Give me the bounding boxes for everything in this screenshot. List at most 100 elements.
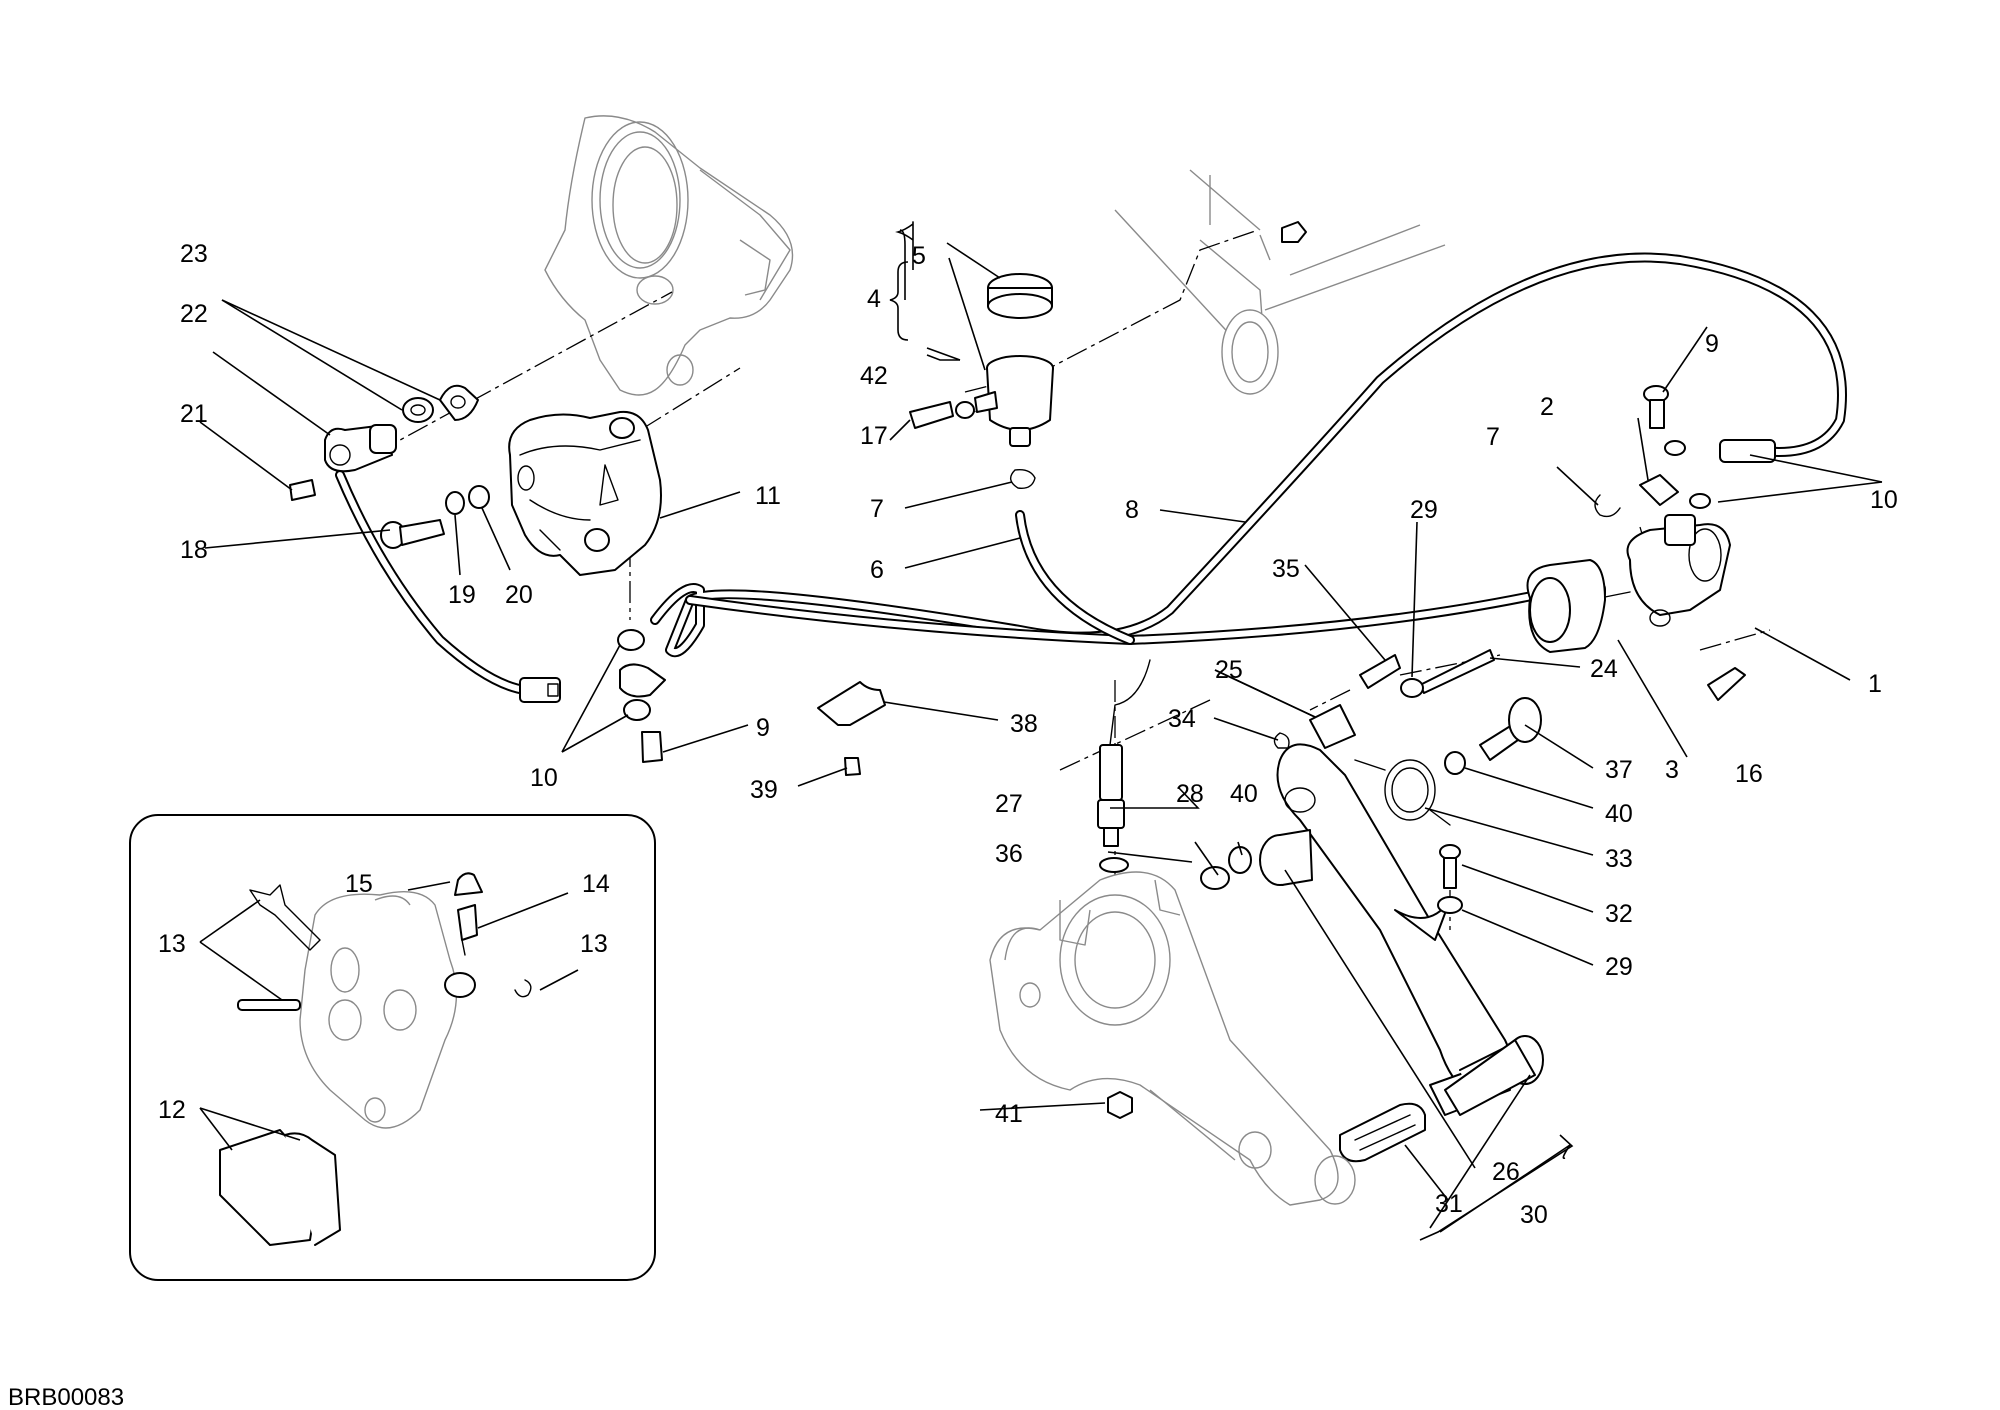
spacers-23 [402,384,479,423]
callout-39: 39 [750,776,778,804]
screw-32 [1439,844,1461,889]
inset-bleed-valve-14 [457,904,478,956]
callout-2: 2 [1540,393,1554,421]
callout-28: 28 [1176,780,1204,808]
callout-30: 30 [1520,1201,1548,1229]
bushing-26 [1259,829,1313,886]
callout-31: 31 [1435,1190,1463,1218]
washer-10-lower-left [623,699,651,721]
callout-29-lower: 29 [1605,953,1633,981]
inset-spring-clip [249,884,321,951]
callout-35: 35 [1272,555,1300,583]
bolt-21 [289,479,316,501]
callout-40-right: 40 [1605,800,1633,828]
inset-box [129,814,656,1281]
leader-lines [199,221,1883,1241]
nut-29-upper [1400,678,1424,698]
callout-1: 1 [1868,670,1882,698]
brace-4 [889,261,909,341]
elbow-fitting-2 [1639,474,1679,506]
callout-36: 36 [995,840,1023,868]
callout-7-right: 7 [1486,423,1500,451]
sensor-22 [324,424,397,473]
inset-clip-13 [514,979,532,998]
callout-15: 15 [345,870,373,898]
bolt-18 [380,519,445,549]
bolt-16 [1707,667,1746,701]
washer-10-upper-right [1664,440,1686,456]
inset-brake-pads-12 [219,1129,341,1246]
callout-17: 17 [860,422,888,450]
callout-22: 22 [180,300,208,328]
callout-9-left: 9 [756,714,770,742]
sensor-27 [1097,744,1125,847]
banjo-bolt-9-left [641,731,663,763]
pedal-rubber-31 [1339,1102,1426,1163]
callout-26: 26 [1492,1158,1520,1186]
callout-23: 23 [180,240,208,268]
callout-42: 42 [860,362,888,390]
washer-19 [445,491,465,515]
pin-35 [1359,654,1401,689]
callout-6: 6 [870,556,884,584]
inset-caliper [299,891,476,1129]
callout-9-right: 9 [1705,330,1719,358]
nut-41 [1107,1091,1133,1119]
circlip-40-right [1444,751,1466,775]
inset-pad-pin [237,999,301,1011]
callout-labels: 1 2 3 4 5 6 7 7 8 9 9 10 10 11 12 13 13 … [158,240,1898,1229]
callout-5: 5 [912,242,926,270]
callout-10-right: 10 [1870,486,1898,514]
clip-34 [1273,732,1290,749]
washer-36 [1099,857,1129,873]
brake-caliper-11 [508,410,662,576]
master-cylinder-1 [1589,514,1731,627]
callout-10-left: 10 [530,764,558,792]
pedal-peg [1444,1035,1544,1116]
footrest-bracket [989,871,1356,1206]
washer-28 [1200,866,1230,890]
callout-37: 37 [1605,756,1633,784]
callout-24: 24 [1590,655,1618,683]
callout-32: 32 [1605,900,1633,928]
return-spring-33 [1354,759,1451,826]
drawing-code: BRB00083 [8,1384,124,1410]
linkage-25 [1309,704,1356,749]
callout-12: 12 [158,1096,186,1124]
banjo-bolt-9-right [1643,385,1669,429]
caliper-carrier-bracket [544,115,794,396]
callout-16: 16 [1735,760,1763,788]
washer-10-lower-right [1689,493,1711,509]
frame-tubes [1114,169,1446,395]
callout-8: 8 [1125,496,1139,524]
callout-21: 21 [180,400,208,428]
callout-13-left: 13 [158,930,186,958]
sensor-cable [335,470,1151,746]
callout-7-left: 7 [870,495,884,523]
callout-41: 41 [995,1100,1023,1128]
push-rod-24 [1419,649,1495,694]
washer-42 [955,401,975,419]
callout-19: 19 [448,581,476,609]
boot-3 [1526,559,1606,653]
fluid-reservoir-4 [974,273,1054,447]
callout-34: 34 [1168,705,1196,733]
hose-clip-7 [1010,468,1036,489]
callout-33: 33 [1605,845,1633,873]
callout-40-left: 40 [1230,780,1258,808]
callout-3: 3 [1665,756,1679,784]
callout-11: 11 [755,482,781,510]
banjo-fitting-left [619,663,666,698]
callout-13-right: 13 [580,930,608,958]
inset-bleed-cap-15 [454,872,483,896]
callout-14: 14 [582,870,610,898]
callout-4: 4 [867,285,881,313]
callout-29-upper: 29 [1410,496,1438,524]
callout-38: 38 [1010,710,1038,738]
callout-18: 18 [180,536,208,564]
hose-clip-7-right [1594,494,1621,518]
nut-29-lower [1437,896,1463,914]
washer-10-upper-left [617,629,645,651]
screw-17 [909,401,954,429]
